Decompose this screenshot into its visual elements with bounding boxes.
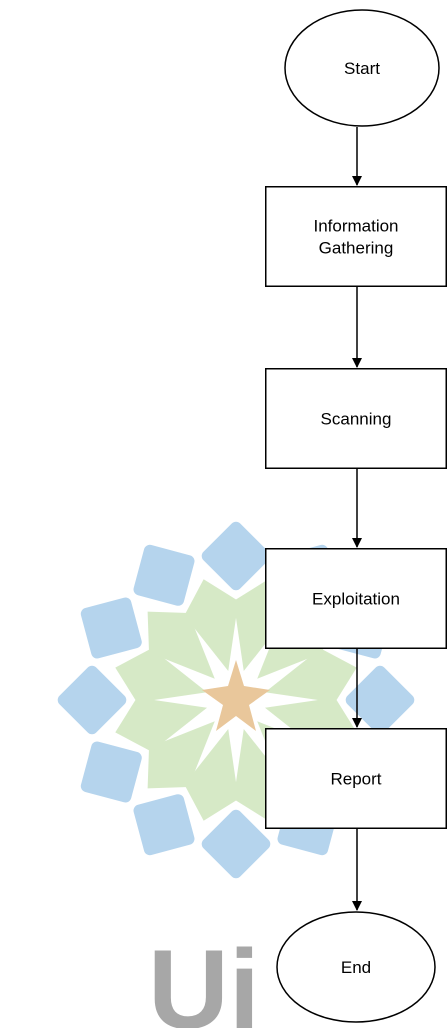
logo-petal-inner bbox=[264, 648, 357, 703]
node-report: Report bbox=[265, 728, 447, 829]
logo-text: Ui bbox=[148, 927, 260, 1028]
logo-petal-outer bbox=[133, 794, 195, 856]
logo-petal-outer bbox=[80, 741, 142, 803]
logo-star-icon bbox=[202, 660, 270, 731]
logo-petal-inner bbox=[115, 648, 208, 703]
logo-petal-inner bbox=[147, 611, 215, 679]
logo-petal-outer bbox=[345, 665, 415, 735]
node-report-label: Report bbox=[330, 770, 381, 789]
logo-petal-inner bbox=[147, 721, 215, 789]
node-info-shape bbox=[265, 186, 447, 287]
node-start-shape bbox=[284, 9, 440, 127]
logo-petal-inner bbox=[115, 697, 208, 752]
logo-petal-inner bbox=[184, 579, 239, 672]
node-info-label: Gathering bbox=[319, 239, 394, 258]
logo-petal-outer bbox=[133, 544, 195, 606]
node-scan: Scanning bbox=[265, 368, 447, 469]
flowchart-nodes: StartInformationGatheringScanningExploit… bbox=[265, 9, 447, 1023]
logo-petal-outer bbox=[57, 665, 127, 735]
node-exploit: Exploitation bbox=[265, 548, 447, 649]
node-end-label: End bbox=[341, 958, 371, 977]
node-report-shape bbox=[265, 728, 447, 829]
node-end: End bbox=[276, 911, 436, 1023]
node-exploit-shape bbox=[265, 548, 447, 649]
logo-petal-inner bbox=[184, 728, 239, 821]
logo-petal-outer bbox=[201, 521, 271, 591]
node-scan-shape bbox=[265, 368, 447, 469]
node-start: Start bbox=[284, 9, 440, 127]
node-exploit-label: Exploitation bbox=[312, 590, 400, 609]
logo-petal-outer bbox=[201, 809, 271, 879]
node-scan-label: Scanning bbox=[321, 410, 392, 429]
node-end-shape bbox=[276, 911, 436, 1023]
logo-petal-outer bbox=[80, 597, 142, 659]
node-start-label: Start bbox=[344, 59, 380, 78]
node-info-label: Information bbox=[313, 217, 398, 236]
